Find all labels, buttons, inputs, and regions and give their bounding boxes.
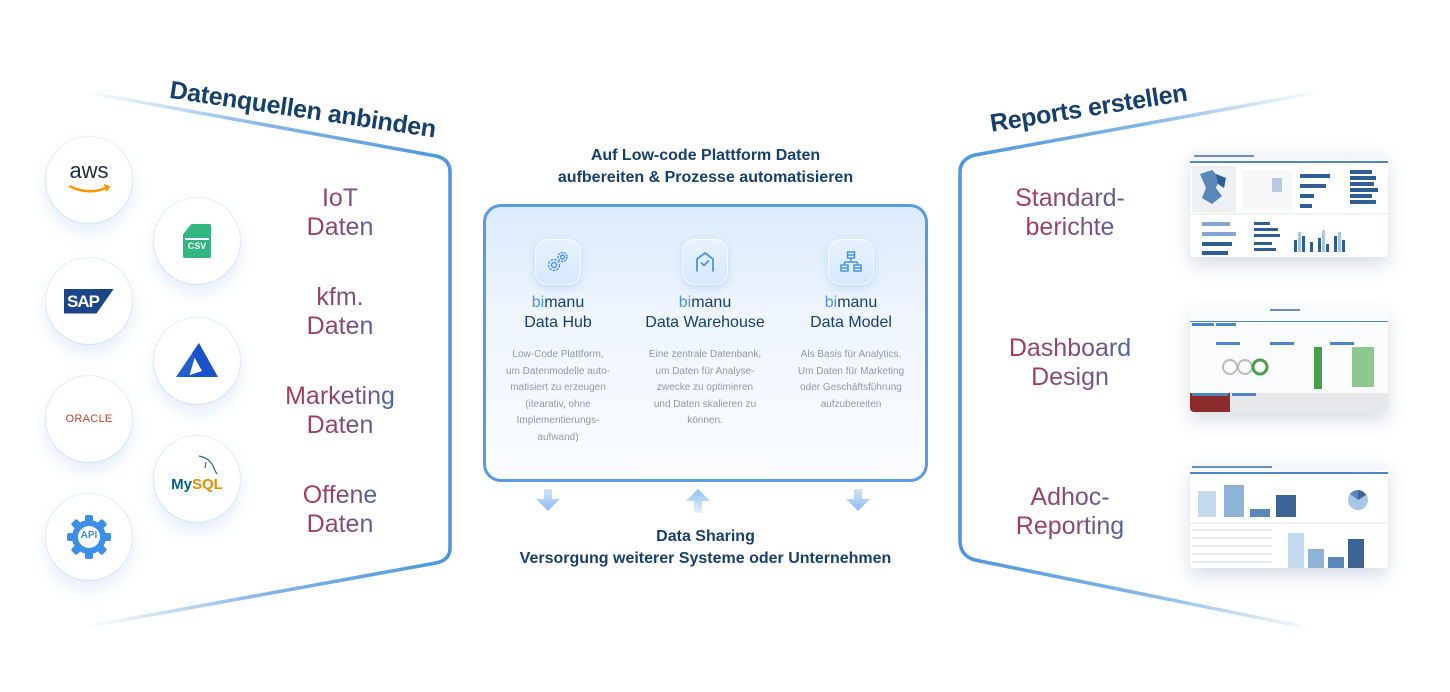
azure-logo [154, 318, 240, 404]
product-data-model: bimanu Data Model Als Basis für Analytic… [776, 239, 926, 413]
sap-logo: SAP [46, 258, 132, 344]
sap-logo-icon: SAP [64, 288, 114, 314]
mysql-logo: MySQL [154, 436, 240, 522]
source-frame [84, 90, 452, 628]
product-description: Eine zentrale Datenbank,um Daten für Ana… [648, 349, 762, 426]
product-name: Data Hub [524, 314, 592, 331]
adhoc-report-screenshot [1190, 463, 1388, 568]
aws-logo-icon: aws [66, 160, 112, 199]
category-kfm: kfm.Daten [290, 283, 390, 341]
report-standard: Standard-berichte [990, 184, 1150, 242]
arrow-up-icon [686, 489, 710, 513]
data-sharing-text: Data Sharing Versorgung weiterer Systeme… [519, 528, 892, 567]
product-data-hub: bimanu Data Hub Low-Code Plattform,um Da… [483, 239, 633, 446]
oracle-logo: ORACLE [46, 376, 132, 462]
mysql-logo-icon: MySQL [171, 454, 223, 493]
arrow-down-icon [846, 489, 870, 511]
hierarchy-model-icon [828, 239, 874, 285]
product-description: Low-Code Plattform,um Datenmodelle auto-… [506, 349, 610, 443]
azure-logo-icon [176, 343, 218, 377]
arrow-down-icon [536, 489, 560, 511]
product-name: Data Warehouse [645, 314, 765, 331]
csv-logo: CSV [154, 198, 240, 284]
product-description: Als Basis für Analytics.Um Daten für Mar… [797, 349, 905, 410]
gears-icon [535, 239, 581, 285]
standard-report-screenshot [1190, 152, 1388, 257]
product-data-warehouse: bimanu Data Warehouse Eine zentrale Date… [630, 239, 780, 430]
csv-file-icon: CSV [183, 224, 211, 258]
warehouse-check-icon [682, 239, 728, 285]
report-adhoc: Adhoc-Reporting [990, 483, 1150, 541]
dashboard-screenshot [1190, 307, 1388, 412]
aws-logo: aws [46, 137, 132, 223]
platform-box: bimanu Data Hub Low-Code Plattform,um Da… [483, 204, 928, 482]
product-name: Data Model [810, 314, 892, 331]
platform-heading: Auf Low-code Plattform Daten aufbereiten… [557, 147, 854, 186]
oracle-logo-icon: ORACLE [65, 413, 113, 425]
api-logo: API [46, 494, 132, 580]
api-gear-icon: API [67, 515, 111, 559]
report-frame [958, 90, 1321, 628]
